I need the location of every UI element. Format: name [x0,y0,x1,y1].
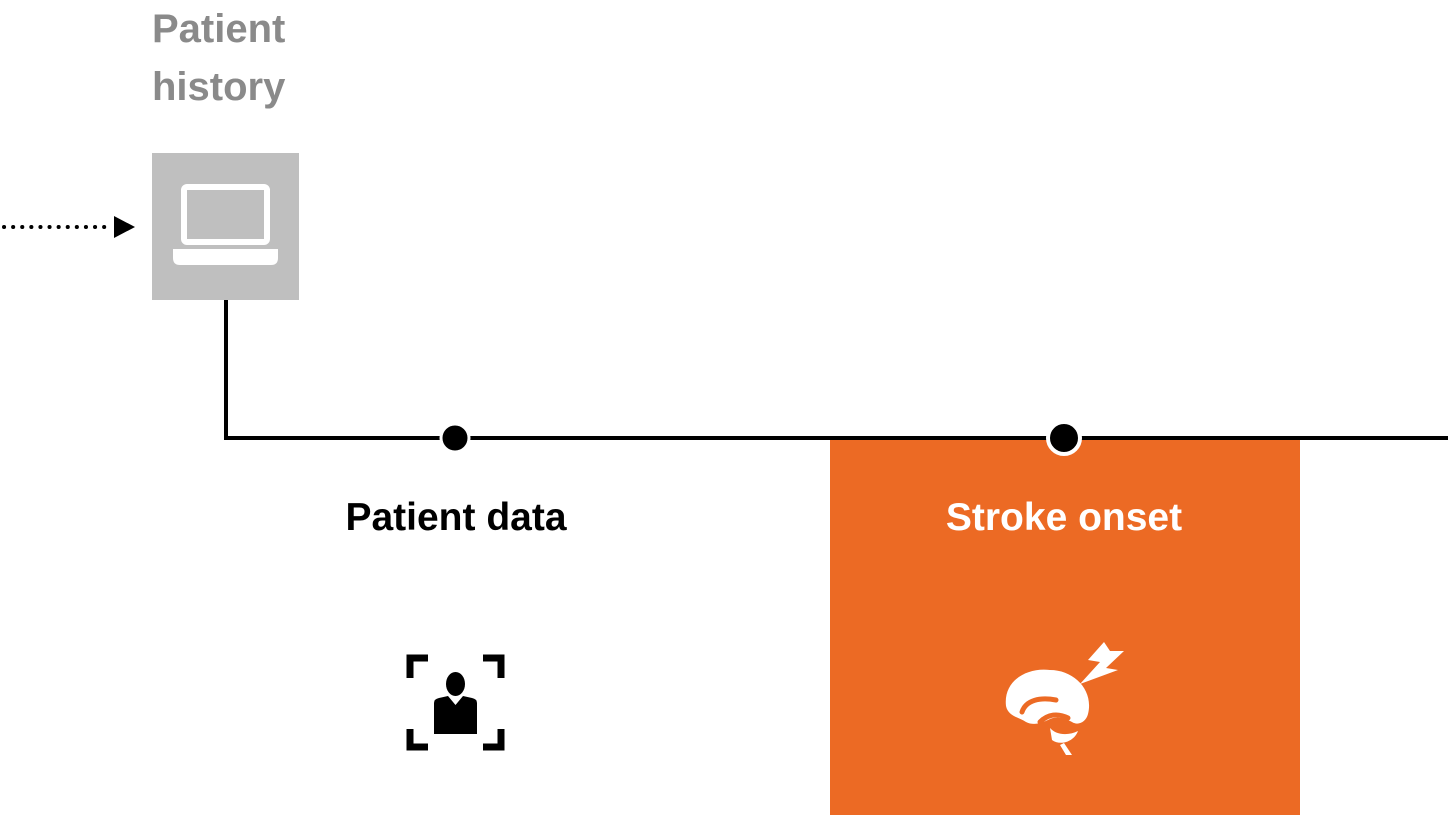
history-connector [224,300,1448,440]
timeline-node-patient-data [439,422,471,454]
incoming-dotted-arrow [2,216,135,238]
stage-label-patient-data: Patient data [345,496,567,539]
patient-history-title: Patient history [152,0,352,116]
patient-history-title-line1: Patient [152,7,286,51]
stage-label-stroke-onset: Stroke onset [945,496,1183,539]
patient-history-title-line2: history [152,65,286,109]
patient-scan-icon [406,654,505,751]
timeline-node-stroke-onset [1046,420,1082,456]
patient-history-box [152,153,299,300]
laptop-icon [173,184,278,265]
brain-lightning-icon [1005,642,1124,755]
